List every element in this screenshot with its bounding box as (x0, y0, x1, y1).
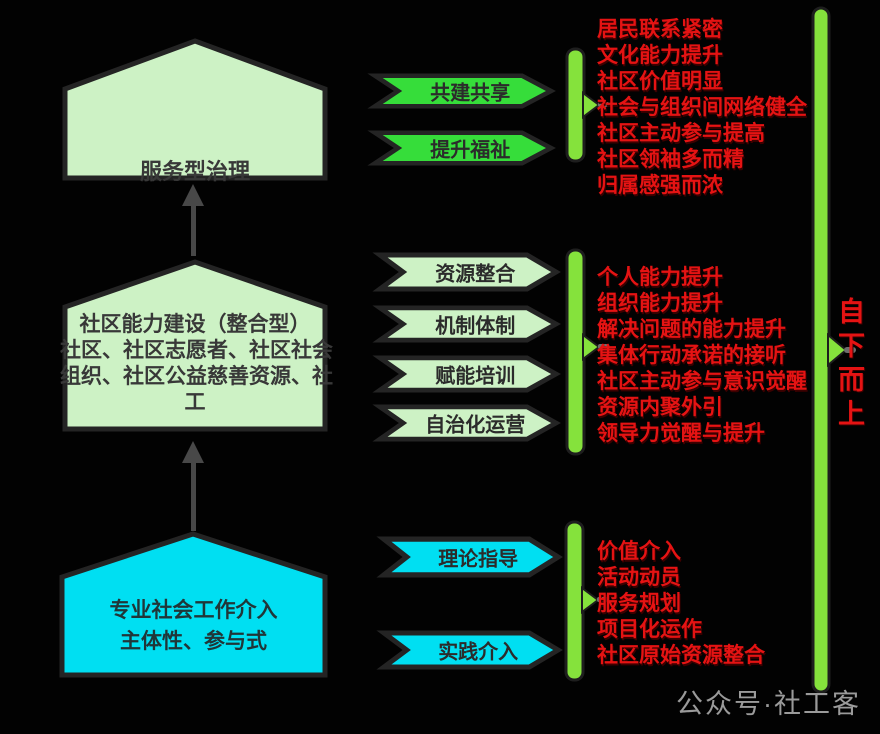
chevron-shape (372, 355, 561, 393)
chevron-practice-intervention: 实践介入 (376, 630, 563, 670)
house-top-label: 服务型治理 (139, 159, 250, 184)
outcome-line: 解决问题的能力提升 (597, 318, 786, 341)
outcome-line: 社区原始资源整合 (597, 644, 765, 667)
house-bottom-line: 专业社会工作介入 (109, 599, 278, 622)
chevron-co-build-share: 共建共享 (367, 73, 556, 109)
house-middle-line: 组织、社区公益慈善资源、社 (60, 365, 333, 388)
outcome-list-top: 居民联系紧密 文化能力提升 社区价值明显 社会与组织间网络健全 社区主动参与提高… (597, 17, 807, 199)
brace-overall-icon (811, 6, 856, 694)
brace-top-icon (565, 47, 609, 163)
outcome-line: 社会与组织间网络健全 (597, 96, 807, 119)
outcome-line: 项目化运作 (597, 618, 702, 641)
house-professional-social-work: 专业社会工作介入 主体性、参与式 (57, 529, 330, 680)
chevron-shape (367, 130, 556, 166)
house-service-governance: 服务型治理 (60, 36, 330, 184)
chevron-shape (372, 404, 561, 442)
outcome-line: 活动动员 (597, 566, 681, 589)
outcome-line: 集体行动承诺的接听 (597, 344, 786, 367)
chevron-label: 赋能培训 (435, 365, 516, 388)
bottom-up-label: 自下而上 (834, 297, 864, 433)
outcome-line: 归属感强而浓 (597, 174, 723, 197)
chevron-mechanism-system: 机制体制 (372, 305, 561, 343)
house-bottom-shape (59, 531, 328, 678)
watermark: 公众号·社工客 (676, 689, 861, 719)
outcome-line: 组织能力提升 (597, 292, 723, 315)
chevron-label: 机制体制 (435, 315, 516, 338)
chevron-label: 理论指导 (438, 548, 519, 571)
chevron-empowerment-training: 赋能培训 (372, 355, 561, 393)
chevron-label: 自治化运营 (425, 414, 526, 437)
chevron-shape (367, 73, 556, 109)
house-middle-line: 社区、社区志愿者、社区社会 (60, 339, 333, 362)
outcome-line: 领导力觉醒与提升 (597, 422, 765, 445)
chevron-label: 提升福祉 (430, 139, 511, 162)
chevron-label: 资源整合 (435, 263, 516, 286)
chevron-shape (372, 252, 561, 292)
chevron-self-governed-operation: 自治化运营 (372, 404, 561, 442)
outcome-line: 资源内聚外引 (597, 396, 723, 419)
outcome-line: 社区主动参与意识觉醒 (597, 370, 807, 393)
chevron-shape (376, 630, 563, 670)
chevron-label: 共建共享 (430, 82, 511, 105)
chevron-resource-integration: 资源整合 (372, 252, 561, 292)
outcome-line: 社区价值明显 (597, 70, 723, 93)
chevron-label: 实践介入 (438, 641, 519, 664)
brace-bottom-icon (564, 520, 608, 682)
outcome-list-middle: 个人能力提升 组织能力提升 解决问题的能力提升 集体行动承诺的接听 社区主动参与… (597, 265, 807, 447)
house-bottom-line: 主体性、参与式 (120, 630, 267, 653)
outcome-line: 文化能力提升 (597, 44, 723, 67)
outcome-line: 价值介入 (597, 540, 681, 563)
brace-middle-icon (565, 248, 609, 456)
up-arrow-middle-to-top-icon (182, 184, 204, 256)
house-middle-shape (62, 259, 328, 432)
up-arrow-bottom-to-middle-icon (182, 441, 204, 531)
chevron-shape (372, 305, 561, 343)
outcome-line: 社区领袖多而精 (597, 148, 744, 171)
outcome-line: 服务规划 (597, 592, 681, 615)
house-community-capacity: 社区能力建设（整合型） 社区、社区志愿者、社区社会 组织、社区公益慈善资源、社 … (60, 257, 333, 434)
house-middle-line: 工 (184, 391, 206, 414)
outcome-line: 社区主动参与提高 (597, 122, 765, 145)
chevron-improve-welfare: 提升福祉 (367, 130, 556, 166)
house-top-shape (62, 38, 328, 181)
chevron-shape (376, 536, 563, 578)
outcome-line: 个人能力提升 (597, 266, 723, 289)
chevron-theoretical-guidance: 理论指导 (376, 536, 563, 578)
house-middle-line: 社区能力建设（整合型） (79, 313, 311, 336)
outcome-line: 居民联系紧密 (597, 18, 723, 41)
outcome-list-bottom: 价值介入 活动动员 服务规划 项目化运作 社区原始资源整合 (597, 539, 765, 669)
